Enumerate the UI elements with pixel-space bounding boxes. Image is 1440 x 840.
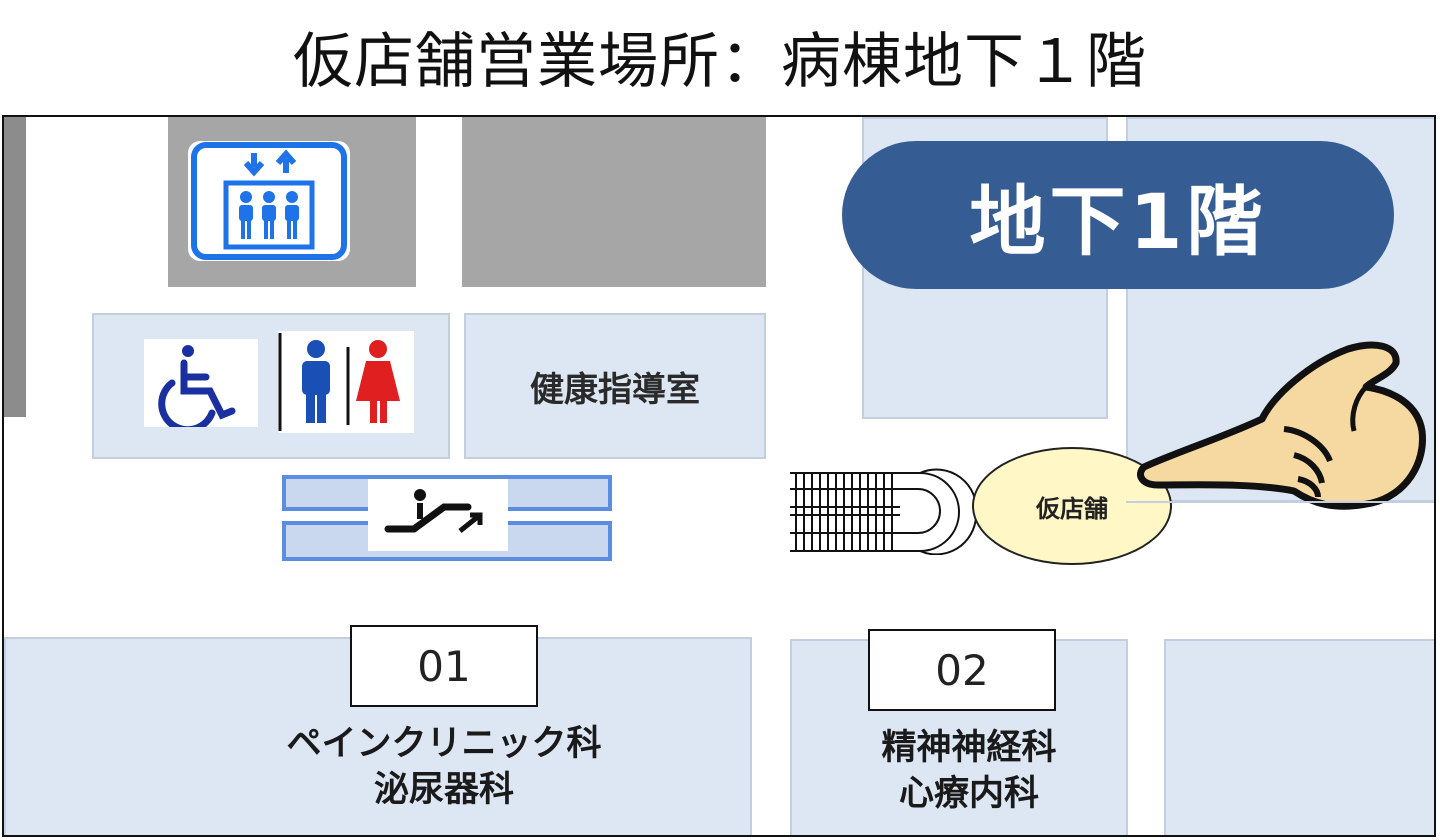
room-block-lower-right — [1164, 639, 1434, 835]
health-guidance-room — [464, 313, 766, 459]
floor-map: 地下1階 — [2, 115, 1436, 837]
department-name-01: ペインクリニック科 泌尿器科 — [204, 721, 684, 813]
department-02-line1: 精神神経科 — [881, 728, 1057, 768]
restroom-icon — [278, 331, 414, 433]
elevator-icon — [188, 141, 350, 261]
department-01-line1: ペインクリニック科 — [286, 724, 602, 764]
department-01-line2: 泌尿器科 — [373, 770, 514, 810]
department-number-01: 01 — [350, 625, 538, 707]
wheelchair-icon — [144, 339, 258, 434]
temporary-shop: 仮店舗 — [972, 447, 1172, 565]
divider — [1126, 501, 1434, 503]
escalator-icon — [368, 479, 508, 551]
department-02-line2: 心療内科 — [898, 774, 1039, 814]
page-title: 仮店舗営業場所：病棟地下１階 — [293, 27, 1147, 97]
health-guidance-label: 健康指導室 — [530, 369, 700, 410]
department-name-02: 精神神経科 心療内科 — [804, 725, 1134, 817]
shaft-block — [462, 117, 766, 287]
department-number-02: 02 — [868, 629, 1056, 711]
floor-badge: 地下1階 — [842, 141, 1394, 289]
stairs-icon — [790, 467, 984, 556]
left-wall — [4, 117, 26, 417]
pointing-hand-icon — [1134, 335, 1434, 515]
